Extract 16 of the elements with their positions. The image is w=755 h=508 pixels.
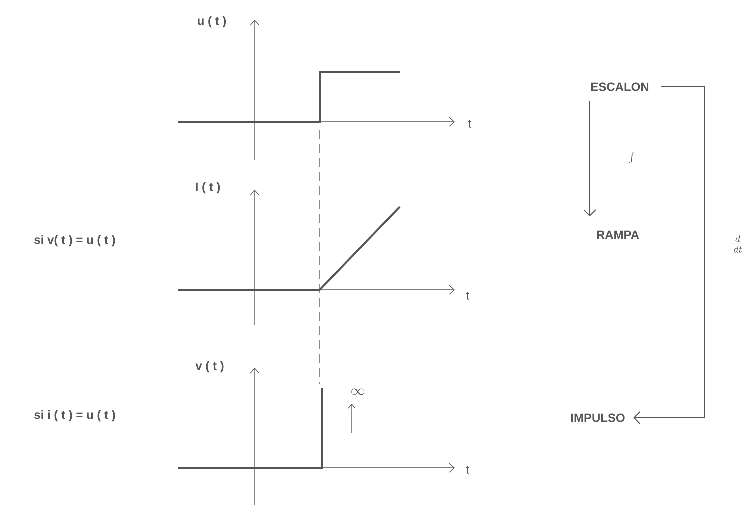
axis-label: t xyxy=(466,292,470,300)
axis-label: u ( t ) xyxy=(198,16,226,28)
edge-label: $\int$ xyxy=(629,152,635,164)
arrow xyxy=(634,86,706,424)
axis-label: si i ( t ) = u ( t ) xyxy=(34,410,116,422)
term-label: RAMPA xyxy=(597,230,640,240)
term-label: ESCALON xyxy=(591,82,649,92)
arrow xyxy=(584,100,596,217)
axis-label: si v( t ) = u ( t ) xyxy=(34,235,116,247)
term-label: IMPULSO xyxy=(571,414,625,422)
axis-label: I ( t ) xyxy=(196,182,220,194)
infinity-symbol: $\infty$ xyxy=(352,388,364,396)
edge-label: $\frac{d}{dt}$ xyxy=(734,235,742,253)
axis-label: t xyxy=(466,466,470,474)
axis-label: v ( t ) xyxy=(196,361,224,373)
axis-label: t xyxy=(468,120,472,128)
